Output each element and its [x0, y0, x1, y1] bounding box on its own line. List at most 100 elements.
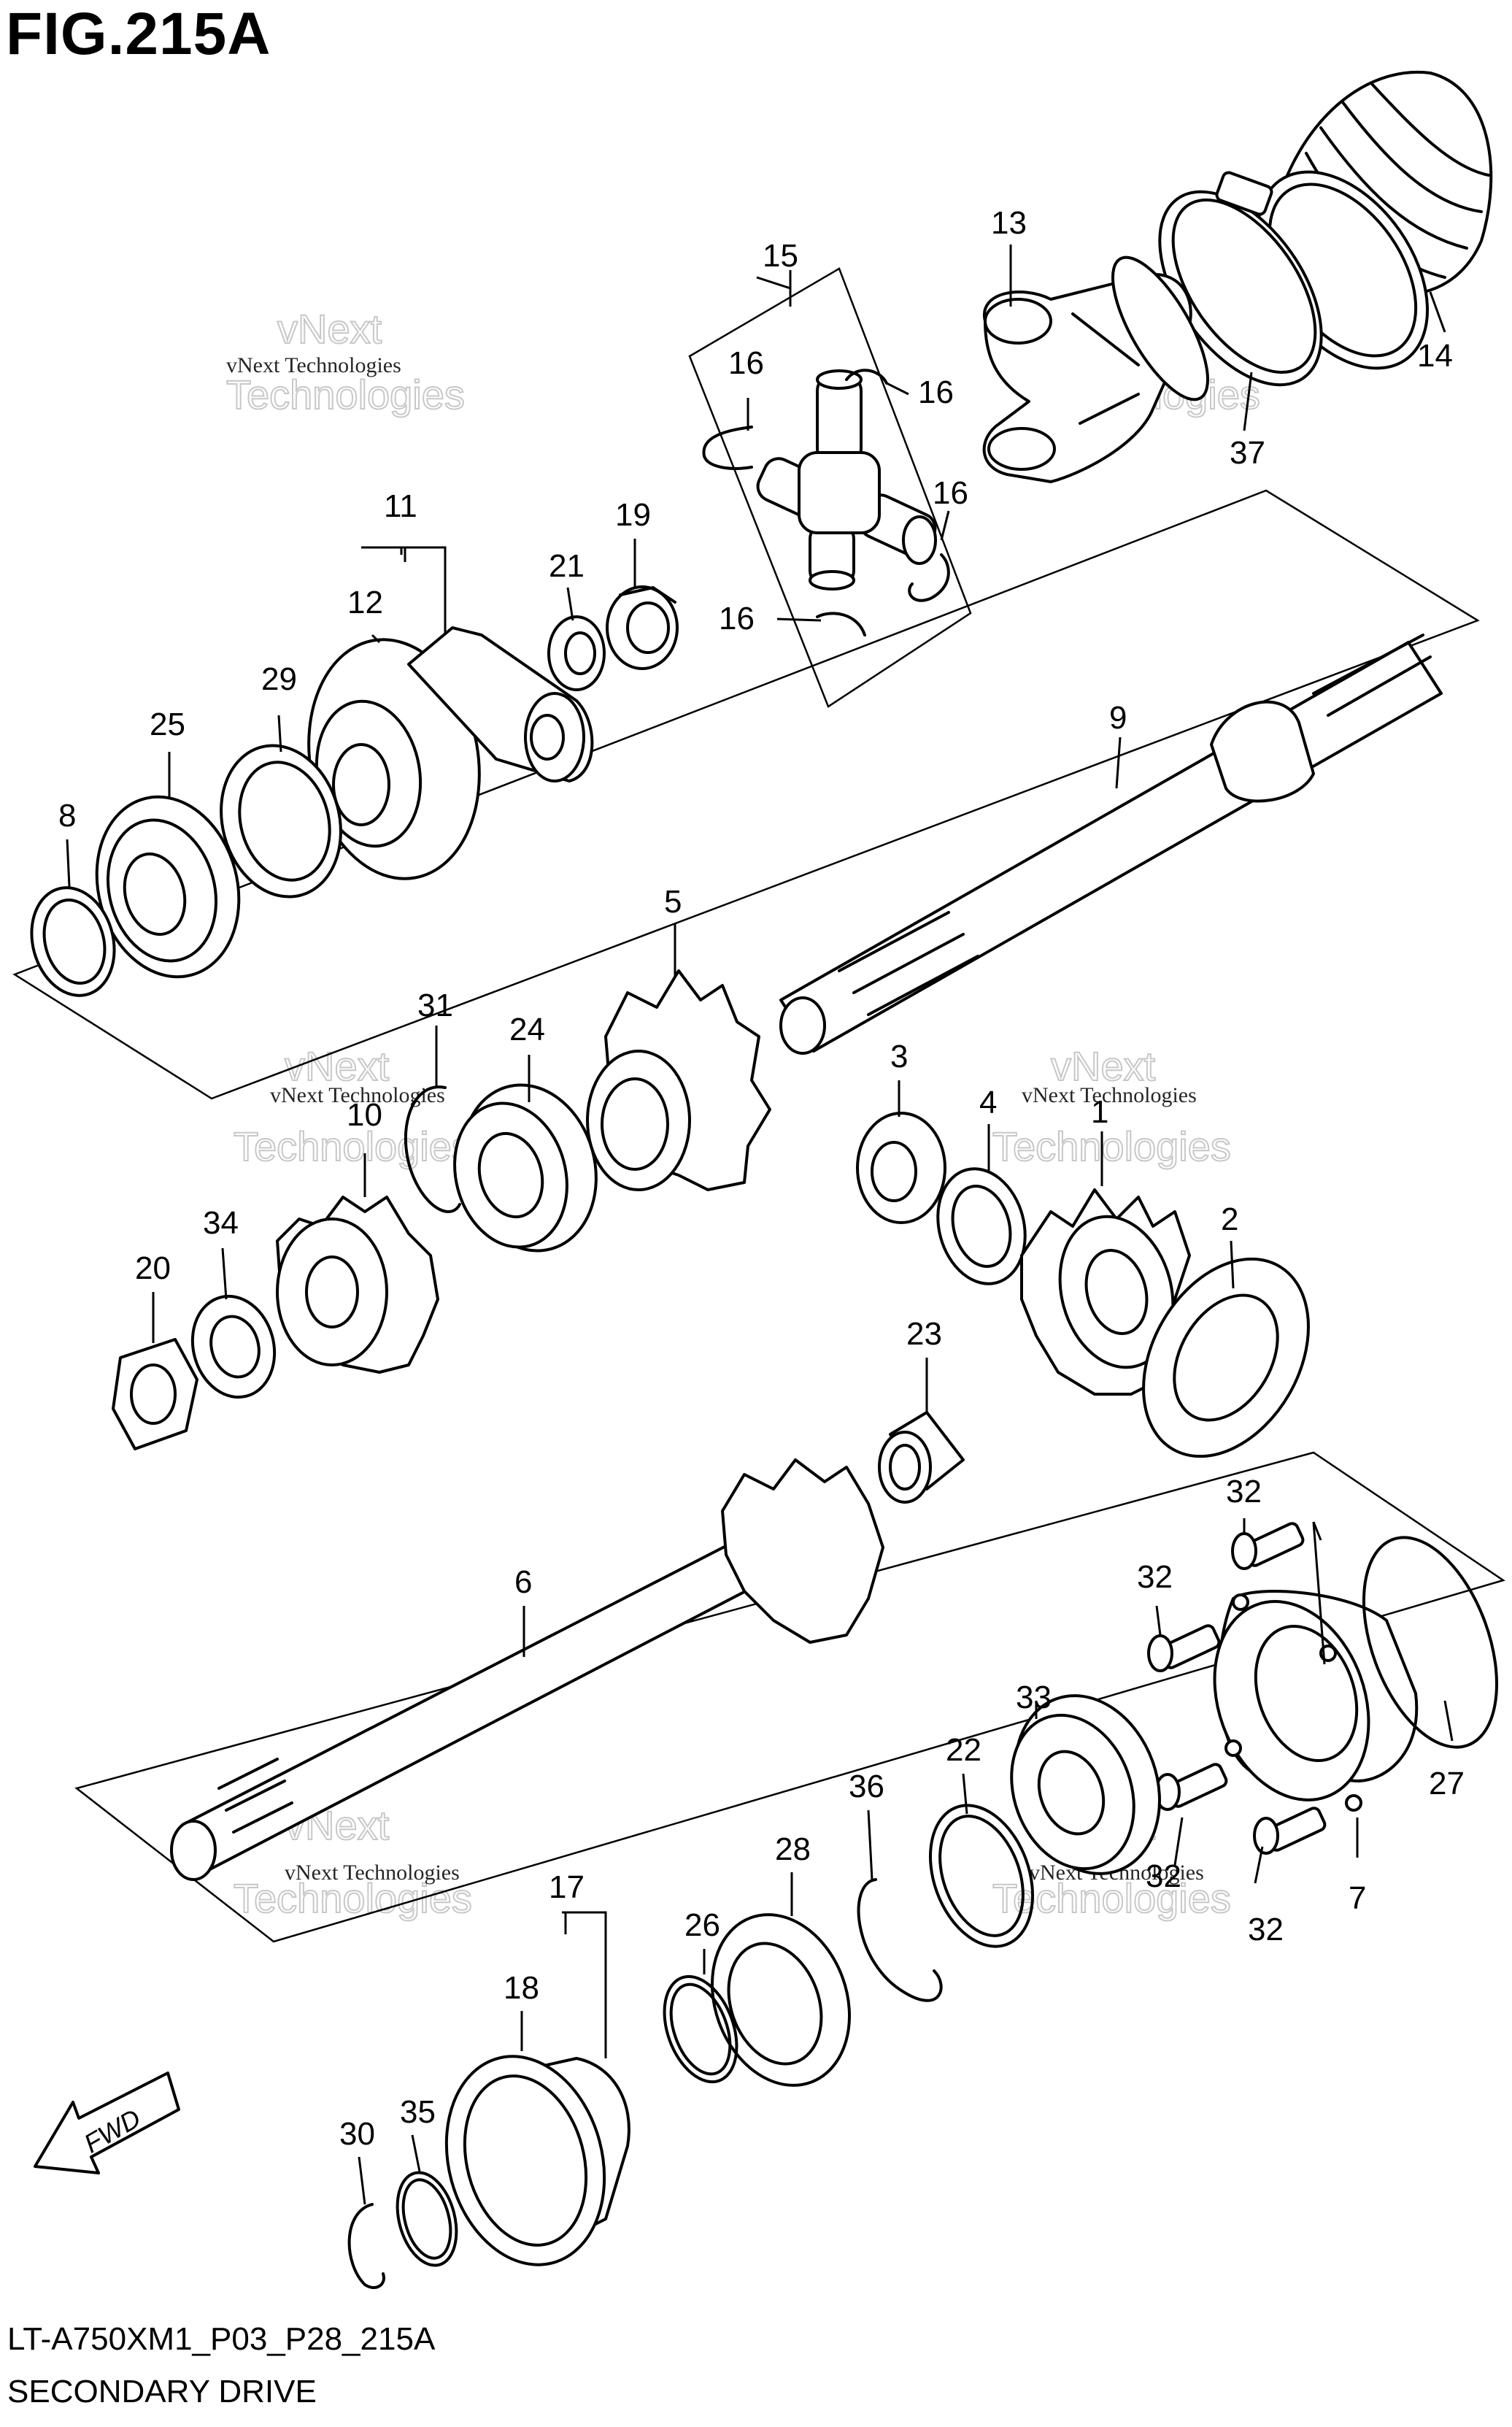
callout-7: 7 [1349, 1880, 1366, 1916]
callout-24: 24 [509, 1012, 545, 1047]
part-4-washer [936, 1167, 1027, 1285]
callout-8: 8 [58, 798, 76, 834]
callout-34: 34 [203, 1205, 239, 1241]
part-20-nut [112, 1338, 198, 1450]
callout-9: 9 [1109, 700, 1127, 736]
watermark-group-4: vNext Technologies vNext Technologies [992, 1042, 1232, 1170]
lower-assembly-outline [74, 1451, 1505, 1943]
part-26-o-ring [663, 1974, 738, 2084]
callout-10: 10 [347, 1097, 382, 1133]
watermark-small: vNext Technologies [285, 1861, 460, 1885]
callout-32: 32 [1137, 1559, 1173, 1595]
part-23-bearing [878, 1411, 965, 1504]
callout-6: 6 [514, 1564, 532, 1600]
callout-15: 15 [763, 238, 798, 274]
callout-12: 12 [347, 585, 383, 620]
callout-3: 3 [890, 1039, 908, 1074]
callout-36: 36 [849, 1769, 884, 1804]
callout-17: 17 [549, 1869, 585, 1905]
part-16-clip [702, 426, 753, 470]
callout-16: 16 [728, 345, 764, 381]
callout-20: 20 [135, 1250, 171, 1286]
part-16-clip [845, 369, 888, 385]
callout-labels: 15 13 14 37 16 16 16 16 19 21 11 12 29 2… [58, 205, 1465, 2152]
callout-4: 4 [979, 1085, 997, 1120]
part-21-washer [547, 615, 606, 691]
callout-32: 32 [1248, 1912, 1284, 1947]
watermark-big: Technologies [234, 1123, 472, 1169]
callout-25: 25 [150, 707, 185, 742]
callout-27: 27 [1429, 1766, 1465, 1801]
part-10-gear [276, 1196, 439, 1374]
part-30-circlip [347, 2203, 385, 2289]
callout-14: 14 [1417, 338, 1453, 374]
figure-code: LT-A750XM1_P03_P28_215A [7, 2321, 436, 2357]
part-32-bolt [1154, 1763, 1228, 1811]
fwd-arrow: FWD [34, 2072, 180, 2174]
part-22-shim-inner [938, 1815, 1025, 1937]
figure-name: SECONDARY DRIVE [7, 2374, 317, 2409]
callout-19: 19 [615, 497, 651, 533]
part-24-bearing [453, 1083, 598, 1253]
watermark-small: vNext Technologies [1022, 1083, 1197, 1107]
part-26-o-ring-inner [669, 1982, 732, 2076]
watermark-small: vNext Technologies [270, 1083, 445, 1107]
part-13-yoke [982, 255, 1209, 483]
part-16-clip [816, 612, 866, 636]
part-28-oil-seal [710, 1913, 852, 2087]
part-33-bearing [1010, 1694, 1161, 1875]
callout-22: 22 [946, 1732, 981, 1768]
part-36-circlip [857, 1878, 943, 2002]
part-27-o-ring [1362, 1536, 1499, 1749]
callout-2: 2 [1221, 1201, 1238, 1237]
part-29-oil-seal [220, 744, 342, 899]
part-37-clamp [1158, 171, 1323, 387]
figure-title: FIG.215A [6, 1, 271, 67]
part-5-bevel-gear [586, 969, 771, 1191]
part-35-circlip [396, 2171, 458, 2267]
part-32-bolt [1231, 1522, 1305, 1570]
watermark-big: vNext [1051, 1043, 1156, 1089]
callout-21: 21 [549, 548, 585, 584]
watermark-group-1: vNext Technologies vNext Technologies [225, 305, 466, 418]
part-19-nut [606, 585, 679, 670]
callout-13: 13 [991, 205, 1027, 241]
callout-28: 28 [775, 1831, 811, 1867]
callout-32: 32 [1146, 1858, 1181, 1894]
part-17-cover [444, 2055, 630, 2266]
part-15-universal-joint [756, 369, 937, 591]
upper-assembly-outline [12, 489, 1480, 1100]
callout-5: 5 [664, 884, 682, 920]
callout-31: 31 [417, 988, 453, 1023]
part-3-spacer [856, 1112, 946, 1224]
part-25-bearing [95, 795, 241, 979]
callout-16: 16 [918, 374, 954, 410]
callout-1: 1 [1091, 1094, 1108, 1130]
watermark-big: Technologies [992, 1123, 1231, 1169]
part-8-washer [30, 886, 116, 997]
part-22-shim [928, 1804, 1035, 1948]
callout-29: 29 [261, 661, 297, 697]
callout-33: 33 [1016, 1680, 1052, 1715]
part-31-circlip [404, 1085, 461, 1213]
part-1-bevel-gear [1020, 1188, 1191, 1396]
callout-26: 26 [684, 1907, 720, 1943]
part-9-shaft [779, 634, 1443, 1055]
callout-30: 30 [339, 2116, 375, 2152]
callout-18: 18 [504, 1970, 539, 2006]
watermark-big: Technologies [226, 372, 465, 418]
callout-35: 35 [400, 2094, 436, 2130]
callout-11: 11 [384, 488, 417, 524]
part-32-bolt [1147, 1624, 1221, 1672]
callout-32: 32 [1226, 1474, 1262, 1509]
callout-16: 16 [933, 475, 968, 511]
watermark-big: vNext [285, 1043, 390, 1089]
callout-37: 37 [1230, 435, 1265, 471]
part-34-washer [190, 1294, 277, 1399]
leader-lines [66, 245, 1454, 2205]
part-16-clip [908, 553, 950, 602]
callout-23: 23 [906, 1316, 942, 1352]
part-32-bolt [1253, 1807, 1327, 1855]
